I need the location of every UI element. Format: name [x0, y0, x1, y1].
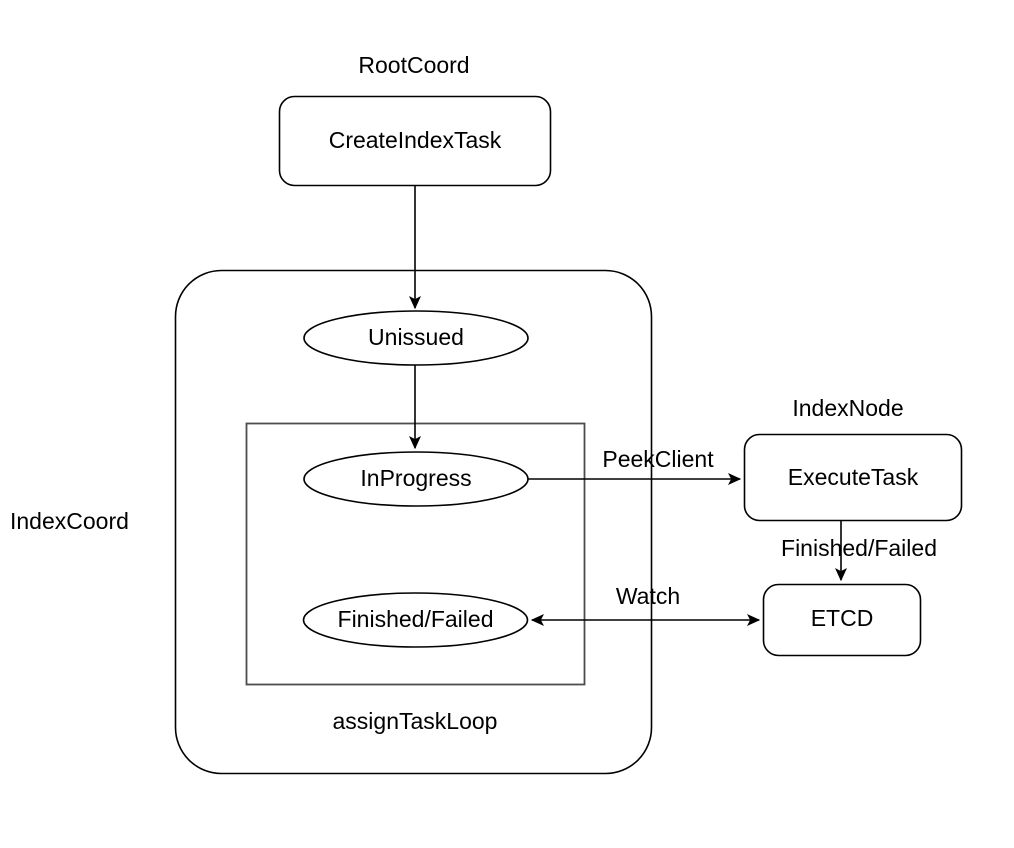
node-label-in-progress: InProgress [360, 465, 471, 491]
node-shape-finished-failed [302, 592, 529, 648]
node-label-create-index-task: CreateIndexTask [329, 127, 502, 153]
edge-label-peek-client: PeekClient [602, 446, 714, 472]
node-finished-failed[interactable]: Finished/Failed [302, 592, 529, 648]
node-unissued[interactable]: Unissued [303, 310, 529, 366]
node-etcd[interactable]: ETCD [762, 583, 922, 657]
node-create-index-task[interactable]: CreateIndexTask [278, 95, 552, 187]
node-shape-execute-task [743, 433, 963, 522]
container-label-assign-task-loop: assignTaskLoop [333, 708, 498, 734]
container-label-index-coord: IndexCoord [10, 508, 129, 534]
node-shape-in-progress [303, 451, 529, 507]
group-label-root-coord: RootCoord [358, 52, 469, 78]
node-label-finished-failed: Finished/Failed [338, 606, 494, 632]
node-in-progress[interactable]: InProgress [303, 451, 529, 507]
edge-label-watch: Watch [616, 583, 680, 609]
edge-label-finished-failed: Finished/Failed [781, 535, 937, 561]
container-index-coord [174, 269, 653, 775]
node-label-etcd: ETCD [811, 605, 874, 631]
node-execute-task[interactable]: ExecuteTask [743, 433, 963, 522]
node-shape-unissued [303, 310, 529, 366]
node-shape-etcd [762, 583, 922, 657]
node-label-execute-task: ExecuteTask [788, 464, 919, 490]
group-label-index-node: IndexNode [792, 395, 903, 421]
node-label-unissued: Unissued [368, 324, 464, 350]
node-shape-create-index-task [278, 95, 552, 187]
